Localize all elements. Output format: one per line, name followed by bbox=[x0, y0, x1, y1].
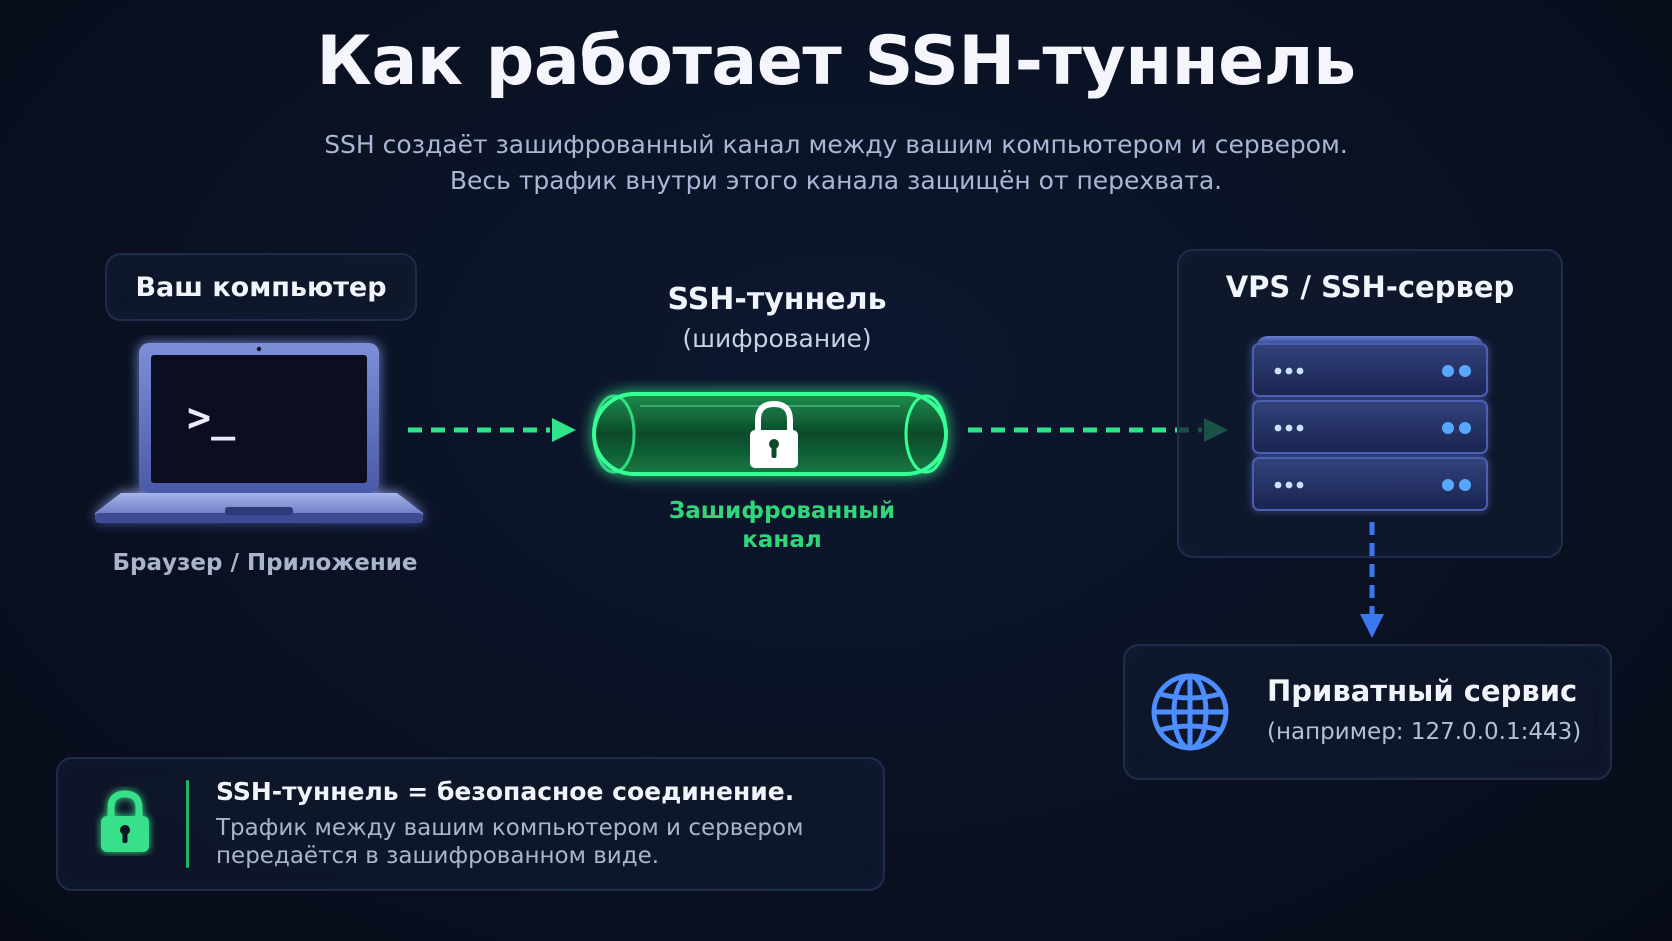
server-rack-icon bbox=[1252, 336, 1488, 511]
computer-label-box: Ваш компьютер bbox=[105, 253, 417, 321]
page-subtitle-line-2: Весь трафик внутри этого канала защищён … bbox=[449, 166, 1223, 195]
page-title: Как работает SSH-туннель bbox=[316, 22, 1356, 101]
arrow-server-to-service-icon bbox=[1360, 522, 1384, 638]
globe-icon bbox=[1151, 673, 1229, 751]
server-title: VPS / SSH-сервер bbox=[1225, 270, 1515, 304]
tunnel-title: SSH-туннель bbox=[667, 282, 887, 317]
terminal-prompt: >_ bbox=[187, 395, 236, 441]
tunnel-caption-line-1: Зашифрованный bbox=[668, 498, 896, 524]
note-title: SSH-туннель = безопасное соединение. bbox=[216, 777, 795, 806]
tunnel-caption: Зашифрованный канал bbox=[622, 497, 942, 555]
arrow-computer-to-tunnel-icon bbox=[408, 418, 576, 442]
note-text-line-2: передаётся в зашифрованном виде. bbox=[216, 843, 660, 869]
tunnel-caption-line-2: канал bbox=[742, 527, 822, 553]
service-example: (например: 127.0.0.1:443) bbox=[1267, 719, 1582, 745]
page-subtitle-line-1: SSH создаёт зашифрованный канал между ва… bbox=[324, 130, 1348, 159]
lock-icon bbox=[101, 790, 149, 852]
encrypted-tunnel-pipe bbox=[592, 392, 948, 476]
service-title: Приватный сервис bbox=[1267, 674, 1578, 708]
tunnel-subtitle: (шифрование) bbox=[682, 324, 872, 353]
note-divider bbox=[186, 780, 189, 868]
note-text-line-1: Трафик между вашим компьютером и серверо… bbox=[216, 815, 804, 841]
laptop-terminal-icon: >_ bbox=[95, 343, 423, 523]
note-panel bbox=[56, 757, 885, 891]
computer-label: Ваш компьютер bbox=[135, 271, 387, 303]
computer-caption: Браузер / Приложение bbox=[112, 550, 418, 576]
tunnel-lock-icon bbox=[750, 400, 798, 468]
